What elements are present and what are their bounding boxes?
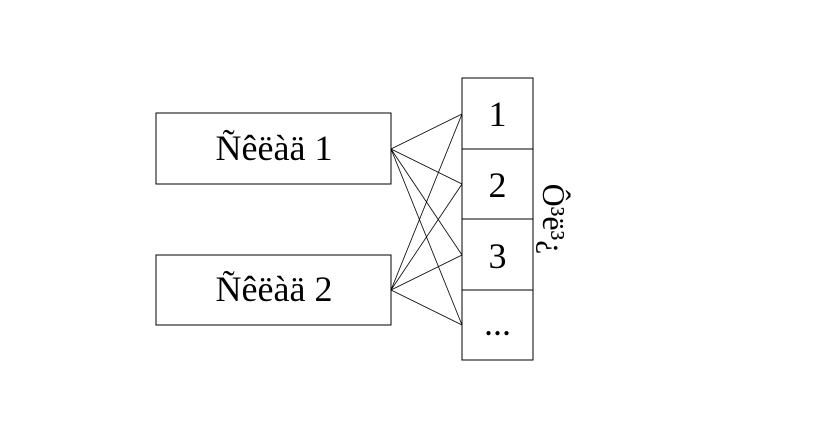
side-label: Ô³ë³¿ [536,184,572,255]
left-box-1-label: Ñêëàä 1 [216,128,333,168]
connector-1-2 [390,148,463,185]
connectors [390,113,463,326]
stack-cell-2-label: 2 [489,165,507,205]
cell-stack: 1 2 3 ... [461,77,534,361]
left-box-2-label: Ñêëàä 2 [216,269,333,309]
connector-2-3 [390,254,463,291]
stack-cell-4: ... [461,289,534,361]
stack-cell-3: 3 [461,218,534,291]
stack-cell-1: 1 [461,77,534,150]
stack-cell-4-label: ... [484,303,511,343]
connector-2-4 [390,289,463,326]
stack-cell-3-label: 3 [489,236,507,276]
left-box-1: Ñêëàä 1 [155,112,392,185]
connector-1-1 [390,113,463,150]
stack-cell-2: 2 [461,148,534,220]
connector-2-2 [390,183,463,291]
connector-2-1 [390,113,463,291]
stack-cell-1-label: 1 [489,94,507,134]
left-box-2: Ñêëàä 2 [155,254,392,326]
